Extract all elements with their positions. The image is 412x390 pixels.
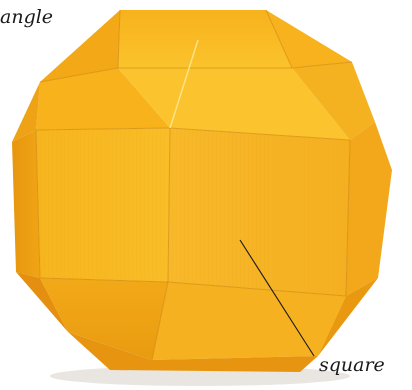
- front-left-grain: [40, 130, 168, 278]
- right-side-face: [346, 122, 392, 296]
- triangle-label: angle: [0, 8, 53, 27]
- top-square-face: [118, 10, 292, 68]
- square-label: square: [319, 356, 385, 375]
- left-side-face: [12, 130, 40, 278]
